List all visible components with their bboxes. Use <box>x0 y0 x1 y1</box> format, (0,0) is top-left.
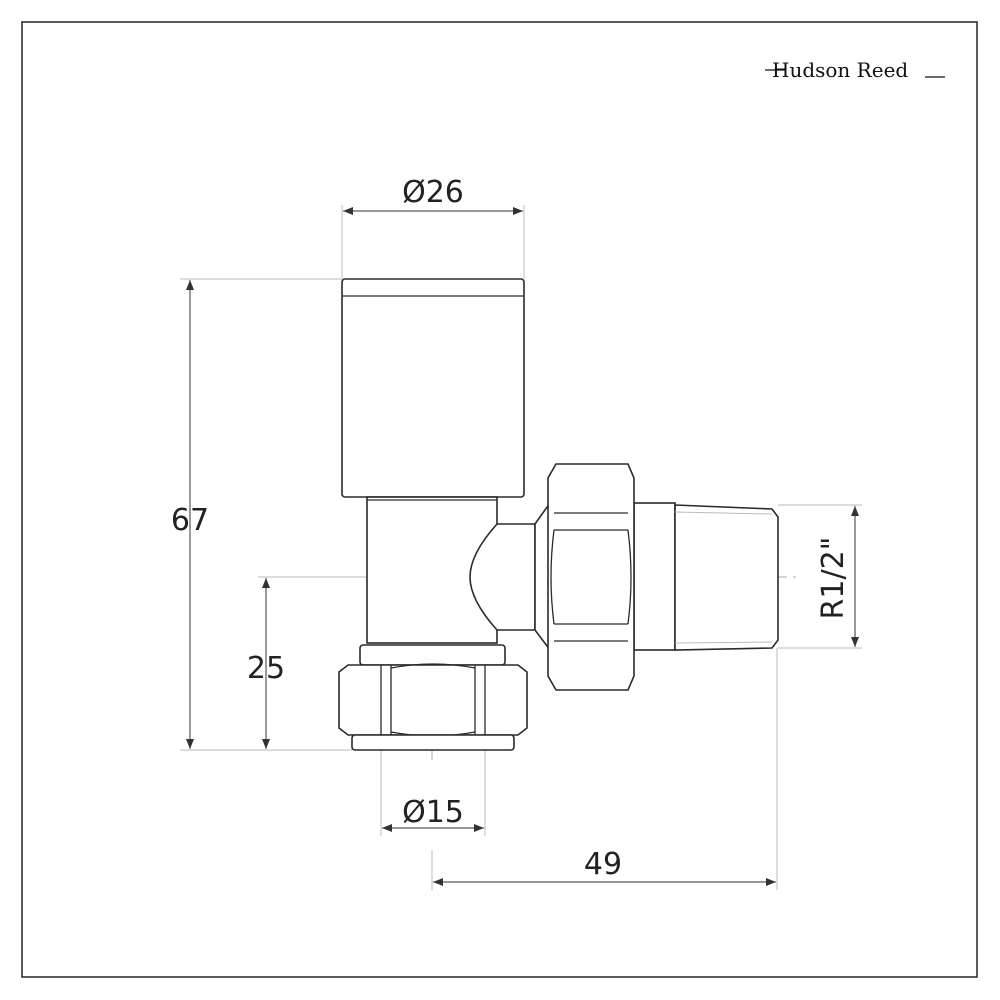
logo: Hudson Reed <box>765 58 945 82</box>
dimension-diameter-26: Ø26 <box>343 175 523 215</box>
dimension-height-67: 67 <box>171 280 209 749</box>
dimension-label: 67 <box>171 503 209 538</box>
valve-outline <box>338 278 779 751</box>
dimension-projection-49: 49 <box>433 847 776 886</box>
dimension-label: 25 <box>247 651 285 686</box>
dimension-diameter-15: Ø15 <box>382 795 484 832</box>
dimension-label: Ø26 <box>402 175 464 210</box>
drawing-border <box>21 21 978 978</box>
dimension-thread: R1/2" <box>816 506 859 647</box>
dimension-label: R1/2" <box>816 537 851 620</box>
dimension-label: Ø15 <box>402 795 464 830</box>
extension-lines <box>180 205 862 890</box>
dimension-height-25: 25 <box>247 578 285 749</box>
dimension-label: 49 <box>584 847 622 882</box>
logo-text: Hudson Reed <box>772 58 908 82</box>
